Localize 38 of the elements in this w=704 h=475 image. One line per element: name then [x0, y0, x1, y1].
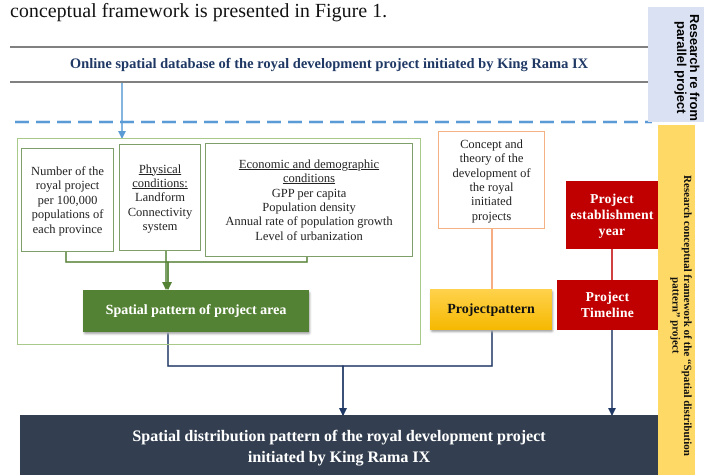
box-heading: Physical conditions: — [131, 162, 189, 190]
box-text: Project Timeline — [580, 288, 636, 322]
box-text: Level of urbanization — [254, 228, 364, 244]
side-band — [658, 125, 695, 475]
process-box — [83, 290, 309, 332]
arrow — [118, 83, 126, 139]
box-text: Annual rate of population growth — [224, 214, 394, 229]
arrow — [164, 256, 308, 290]
box-text: Landform Connectivity system — [126, 190, 194, 234]
box-text: Research re from parallel project — [673, 13, 703, 122]
box-text: Spatial distribution pattern of the royal development project initiated by King Rama IX — [131, 427, 547, 468]
process-box — [438, 131, 545, 229]
process-box — [119, 144, 201, 251]
box-text: Number of the royal project per 100,000 populations of each province — [30, 164, 105, 236]
box-text: Project establishment year — [569, 190, 655, 240]
box-text: Research conceptual framework of the “Spatial distribution pattern” project — [668, 174, 694, 458]
box-text: Population density — [261, 200, 357, 214]
caption-text: conceptual framework is presented in Figure 1. — [10, 0, 388, 22]
process-box — [21, 148, 114, 252]
box-text: Concept and theory of the development of the royal initiated projects — [451, 136, 532, 224]
arrow — [162, 250, 170, 290]
box-text: Projectpattern — [446, 302, 536, 318]
arrow — [339, 330, 493, 416]
box-heading: Economic and demographic conditions — [238, 156, 380, 186]
process-box — [205, 143, 413, 257]
header-band — [10, 46, 648, 83]
arrow — [608, 330, 616, 416]
connector-line — [611, 249, 613, 280]
group-frame — [17, 138, 421, 345]
box-text: Online spatial database of the royal development project initiated by King Rama IX — [68, 56, 590, 73]
box-text: Spatial pattern of project area — [104, 303, 288, 319]
process-box — [430, 289, 552, 330]
result-box — [20, 415, 658, 475]
connector-line — [491, 229, 493, 289]
box-text: GPP per capita — [270, 186, 348, 200]
process-box — [566, 181, 658, 249]
side-band — [648, 7, 704, 122]
process-box — [557, 280, 658, 330]
